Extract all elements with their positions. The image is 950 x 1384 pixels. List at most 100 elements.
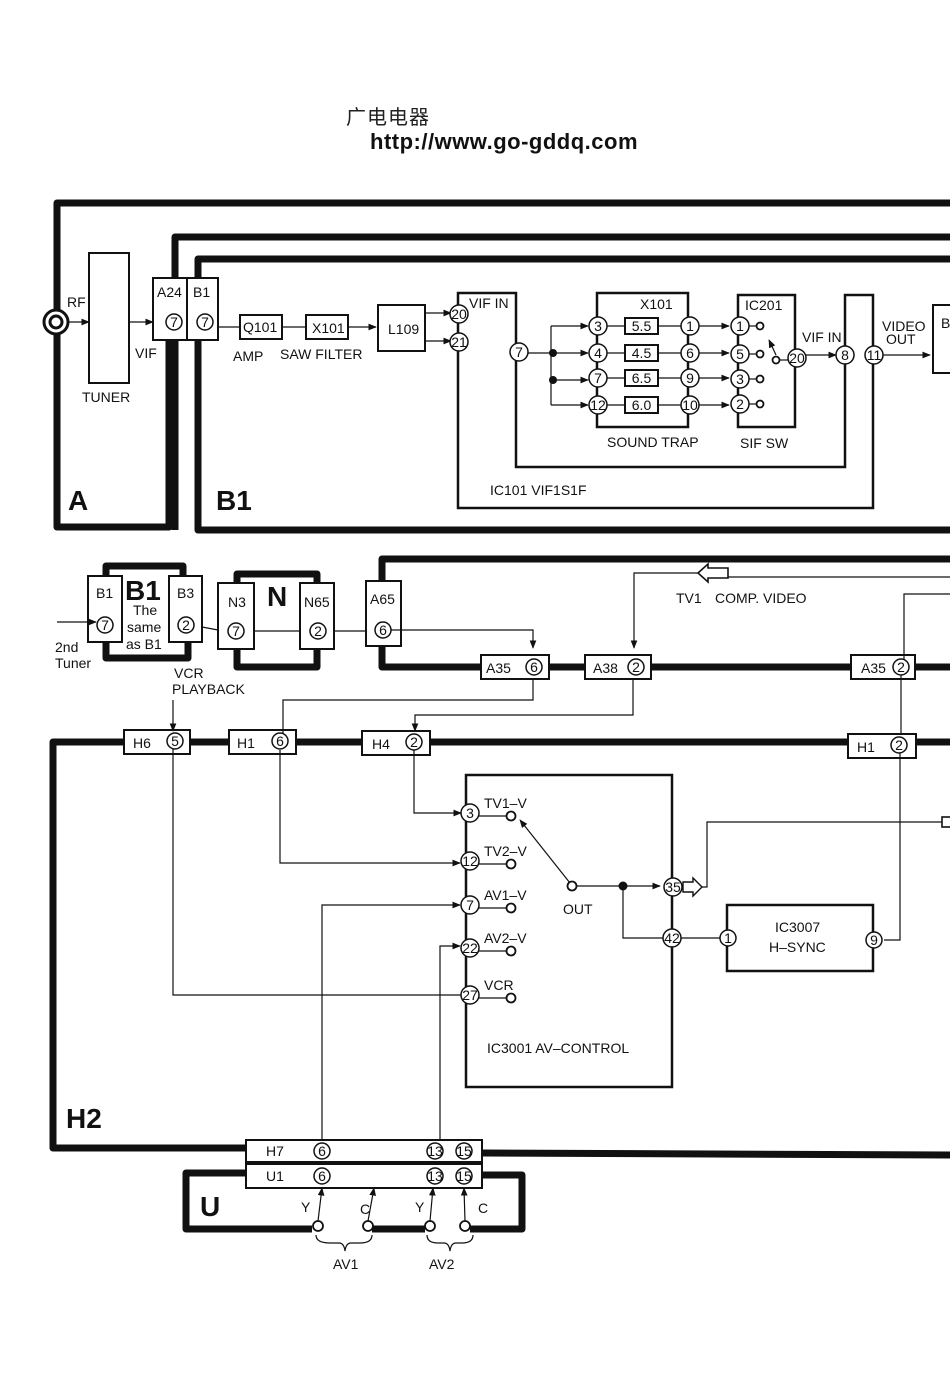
pin-b3-label: 2 (182, 617, 190, 633)
board-u-outline-right (470, 1171, 526, 1233)
pin-b1-7 (196, 313, 214, 331)
amp-label: AMP (233, 348, 263, 364)
sif-contact (755, 374, 765, 384)
av-input-pin-label: 3 (466, 805, 474, 821)
pin-35 (663, 877, 683, 897)
connector-h4-label: H4 (372, 736, 390, 752)
av-input-pin-label: 12 (462, 853, 478, 869)
edge-connector-label: B (941, 315, 950, 331)
av-input-jack-icon[interactable] (424, 1220, 436, 1232)
av2-c-label: C (478, 1200, 488, 1216)
av-switch-contact[interactable] (505, 810, 517, 822)
x101-trap-label: X101 (640, 296, 673, 312)
av2-label[interactable]: AV2 (429, 1256, 455, 1272)
connector-h6-label: H6 (133, 735, 151, 751)
av-input-label: TV1–V (484, 795, 527, 811)
b1-note-3: as B1 (126, 636, 162, 652)
h7-pin-label: 6 (318, 1143, 326, 1159)
pin-h1-right-label: 2 (895, 737, 903, 753)
u1-pin (426, 1167, 444, 1185)
u1-pin (313, 1167, 331, 1185)
sif-input-pin-label: 3 (736, 371, 744, 387)
board-n-bottom (233, 648, 321, 671)
h7-pin-label: 13 (427, 1143, 443, 1159)
av1-label[interactable]: AV1 (333, 1256, 359, 1272)
u1-pin (455, 1167, 473, 1185)
av-input-pin-label: 22 (462, 940, 478, 956)
trap-output-pin-label: 6 (686, 345, 694, 361)
b1-note-1: The (133, 602, 157, 618)
pin-42-label: 42 (664, 930, 680, 946)
connector-h7-label: H7 (266, 1143, 284, 1159)
tuner-box (88, 252, 130, 384)
tv1-label: TV1 (676, 590, 702, 606)
pin-h6-label: 5 (171, 733, 179, 749)
board-b1-second-big-label: B1 (125, 575, 161, 606)
video-out-arrow-icon (682, 876, 703, 898)
header-chinese-title: 广电电器 (346, 105, 430, 129)
h7-pin (455, 1142, 473, 1160)
comp-video-label: COMP. VIDEO (715, 590, 807, 606)
x101-saw-box (305, 314, 349, 340)
av-input-pin (460, 895, 480, 915)
video-out-label-1: VIDEO (882, 318, 926, 334)
pin-a38-label: 2 (632, 659, 640, 675)
board-b1-outline (171, 233, 950, 534)
av-input-pin (460, 851, 480, 871)
ic3001-outline (464, 773, 674, 1089)
board-n-top (233, 570, 321, 585)
trap-output-pin-label: 9 (686, 370, 694, 386)
ic201-label: IC201 (745, 297, 783, 313)
b1-note-2: same (127, 619, 161, 635)
pin-b1-7-label: 7 (201, 314, 209, 330)
av-switch-contact[interactable] (505, 858, 517, 870)
pin-a35-right-label: 2 (897, 659, 905, 675)
l109-box (377, 304, 426, 352)
header-url: http://www.go-gddq.com (370, 129, 639, 154)
trap-filter-value: 5.5 (632, 318, 652, 334)
board-a-row-top (378, 555, 950, 583)
av-input-jack-icon[interactable] (312, 1220, 324, 1232)
connector-h7 (245, 1139, 483, 1163)
av-input-jack-icon[interactable] (362, 1220, 374, 1232)
h7-pin (313, 1142, 331, 1160)
pin-n65-label: 2 (314, 623, 322, 639)
sif-input-pin-label: 1 (736, 318, 744, 334)
connector-a35-label: A35 (486, 660, 511, 676)
av1-c-label: C (360, 1201, 370, 1217)
x101-saw-label: X101 (312, 320, 345, 336)
pin-n3-label: 7 (232, 623, 240, 639)
pin-7 (509, 342, 529, 362)
board-b1-label: B1 (216, 485, 252, 516)
x101-trap-outline-bottom (595, 413, 690, 429)
out-label: OUT (563, 901, 593, 917)
board-h2-outline-left (49, 738, 246, 1152)
pin-8-label: 8 (841, 347, 849, 363)
board-u-label: U (200, 1191, 220, 1222)
board-b1-second-bottom (102, 642, 192, 662)
pin-21 (449, 332, 469, 352)
pin-a35-label: 6 (530, 659, 538, 675)
connector-b1-label: B1 (193, 284, 210, 300)
pin-b1-second-label: 7 (101, 617, 109, 633)
pin-20 (449, 304, 469, 324)
ic3007-pin9-label: 9 (870, 932, 878, 948)
connector-b3-label: B3 (177, 585, 194, 601)
pin-7-label: 7 (515, 344, 523, 360)
board-a-outline (53, 199, 950, 531)
av-input-label: AV1–V (484, 887, 527, 903)
av-switch-contact[interactable] (505, 945, 517, 957)
av-switch-contact[interactable] (505, 902, 517, 914)
av-switch-contact[interactable] (505, 992, 517, 1004)
av-input-label: AV2–V (484, 930, 527, 946)
av-switch-arm[interactable] (519, 819, 571, 884)
video-out-label-2: OUT (886, 331, 916, 347)
board-a-row-left (378, 645, 481, 671)
vcr-playback-label-2: PLAYBACK (172, 681, 246, 697)
ic101-label: IC101 VIF1S1F (490, 482, 587, 498)
av-input-jack-icon[interactable] (459, 1220, 471, 1232)
second-tuner-label-1: 2nd (55, 639, 78, 655)
edge-terminal-icon (941, 816, 950, 828)
x101-trap-outline-top (595, 291, 690, 318)
